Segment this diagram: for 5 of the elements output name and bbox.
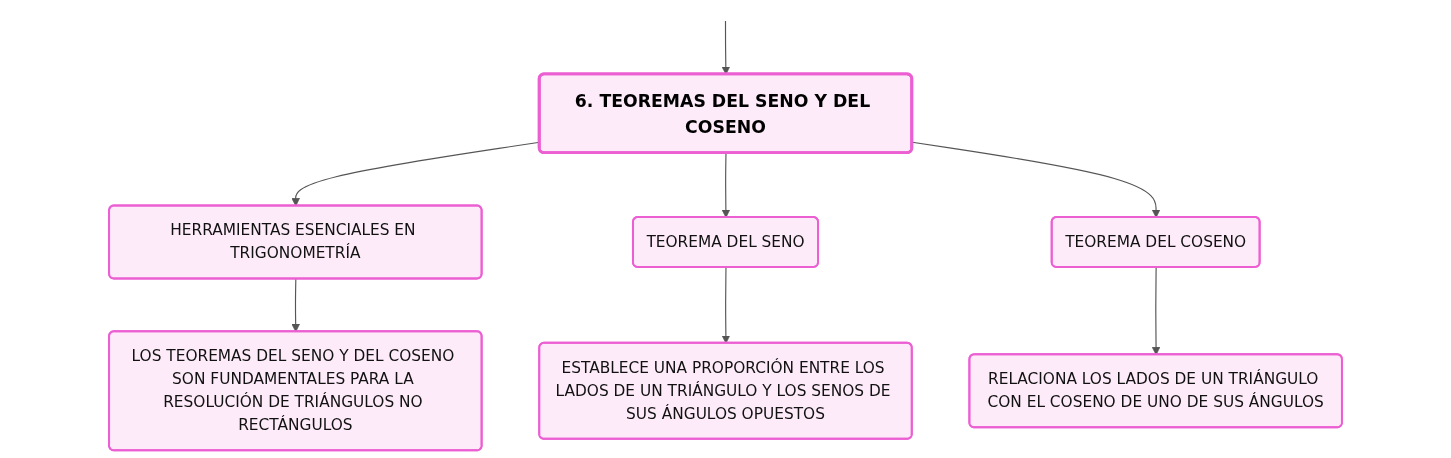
arrow	[291, 278, 300, 333]
arrow	[1151, 266, 1161, 356]
arrow	[721, 266, 731, 344]
arrow	[721, 152, 731, 218]
arrow	[911, 141, 1161, 218]
